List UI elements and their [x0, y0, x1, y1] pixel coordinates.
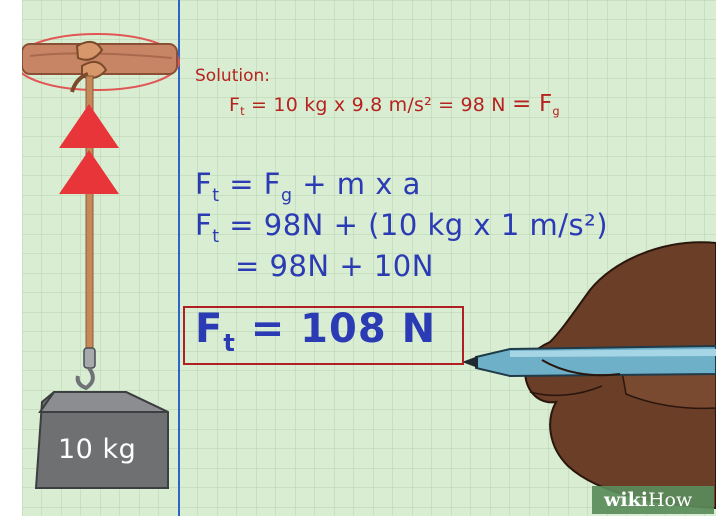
given-eq-expression: = 10 kg x 9.8 m/s² = 98 N: [244, 94, 512, 116]
pen-tip: [462, 356, 478, 368]
equation-line-1: Ft = Fg + m x a: [195, 167, 421, 206]
line1-symbol: F: [195, 167, 213, 201]
tension-arrow-lower: [59, 150, 119, 194]
line1-subscript: t: [212, 185, 220, 206]
rope-knot: [70, 40, 108, 93]
equation-line-2: Ft = 98N + (10 kg x 1 m/s²): [195, 208, 609, 247]
given-equation: Ft = 10 kg x 9.8 m/s² = 98 N = Fg: [229, 91, 560, 119]
given-eq-result-subscript: g: [552, 104, 560, 119]
answer-box: [183, 306, 464, 365]
hook: [75, 347, 96, 391]
line1-subscript-g: g: [280, 185, 293, 206]
weight-block: [34, 391, 169, 489]
tension-arrow-upper: [59, 104, 119, 148]
beam-highlight-ring: [22, 33, 180, 91]
given-eq-equals: = F: [511, 91, 553, 117]
answer-rest: = 108 N: [235, 306, 437, 352]
given-eq-subscript: t: [240, 104, 245, 119]
given-eq-symbol: F: [229, 94, 241, 116]
weight-label: 10 kg: [58, 434, 137, 465]
answer-subscript: t: [223, 329, 236, 358]
equation-line-3: = 98N + 10N: [235, 249, 434, 283]
hand-with-pen: [462, 241, 716, 510]
answer-equation: Ft = 108 N: [195, 306, 437, 357]
tension-arrows: [59, 104, 119, 194]
line2-symbol: F: [195, 208, 213, 242]
answer-symbol: F: [195, 306, 224, 352]
watermark-badge: [592, 486, 714, 514]
line2-subscript: t: [212, 226, 220, 247]
solution-heading: Solution:: [195, 66, 270, 86]
watermark-wiki: wiki: [604, 489, 648, 511]
line2-rest: = 98N + (10 kg x 1 m/s²): [219, 208, 609, 242]
line1-rest-a: = F: [219, 167, 281, 201]
illustration: [22, 0, 716, 516]
watermark-how: How: [647, 489, 693, 511]
watermark-text: wikiHow: [604, 489, 692, 511]
line1-rest-b: + m x a: [292, 167, 421, 201]
